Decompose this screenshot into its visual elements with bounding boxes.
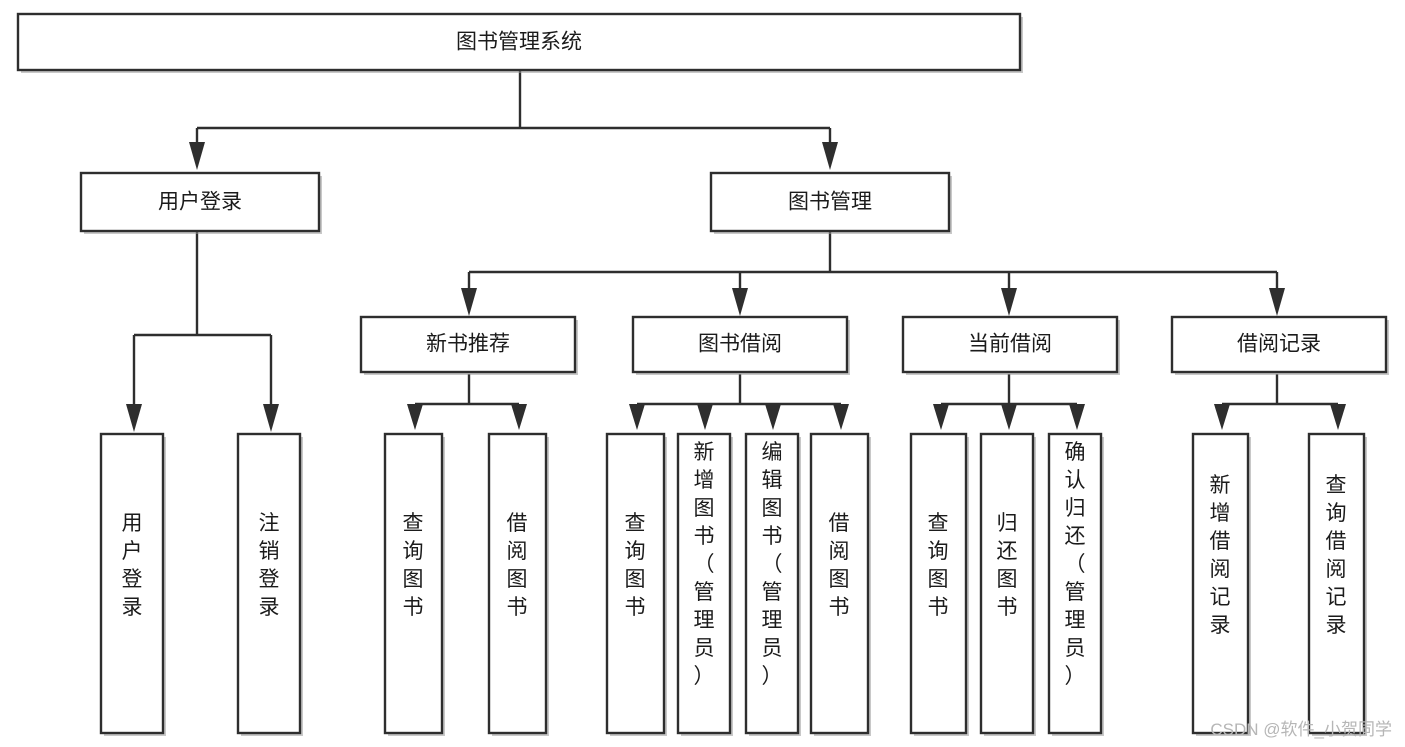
- node-book-borrow-label: 图书借阅: [698, 333, 782, 356]
- node-new-book-rec-label: 新书推荐: [426, 333, 510, 356]
- node-current-borrow-label: 当前借阅: [968, 333, 1052, 356]
- node-leaf-cur-return-label: 归还图书: [997, 512, 1018, 619]
- node-leaf-cur-confirm[interactable]: 确认归还（管理员）: [1047, 432, 1104, 736]
- connector-layer: [126, 70, 1346, 432]
- node-leaf-borrow-add-label: 新增图书（管理员）: [694, 441, 715, 688]
- arrow-currentborrow-leaf-3: [1069, 404, 1085, 430]
- arrow-currentborrow-leaf-2: [1001, 404, 1017, 430]
- node-root-box[interactable]: [16, 12, 1022, 72]
- node-leaf-borrow-edit-box[interactable]: [744, 432, 800, 735]
- arrow-bookborrow-leaf-4: [833, 404, 849, 430]
- arrow-borrowrecord-leaf-2: [1330, 404, 1346, 430]
- node-leaf-cur-confirm-label: 确认归还（管理员）: [1065, 441, 1086, 688]
- arrow-newbookrec-leaf-2: [511, 404, 527, 430]
- node-leaf-rec-query[interactable]: 查询图书: [383, 432, 445, 736]
- arrow-newbookrec-leaf-1: [407, 404, 423, 430]
- csdn-watermark: CSDN @软件_小贺同学: [1210, 720, 1392, 739]
- arrow-bookborrow-leaf-2: [697, 404, 713, 430]
- node-leaf-cur-query-box[interactable]: [909, 432, 968, 735]
- node-leaf-rec-query-label: 查询图书: [403, 512, 424, 619]
- node-leaf-rec-add-label: 新增借阅记录: [1210, 474, 1231, 637]
- node-leaf-rec-search-box[interactable]: [1307, 432, 1366, 735]
- node-borrow-record-label: 借阅记录: [1237, 333, 1321, 356]
- arrow-borrowrecord-leaf-1: [1214, 404, 1230, 430]
- node-book-manage-box[interactable]: [709, 171, 951, 233]
- node-leaf-rec-add[interactable]: 新增借阅记录: [1191, 432, 1251, 736]
- arrow-bookmanage-to-current-borrow: [1001, 288, 1017, 316]
- node-user-login-label: 用户登录: [158, 191, 242, 214]
- arrow-bookmanage-to-borrow-record: [1269, 288, 1285, 316]
- arrow-userlogin-leaf-2: [263, 404, 279, 432]
- node-book-borrow-box[interactable]: [631, 315, 849, 374]
- node-leaf-borrow-query-box[interactable]: [605, 432, 666, 735]
- node-leaf-user-login[interactable]: 用户登录: [99, 432, 166, 736]
- node-new-book-rec-box[interactable]: [359, 315, 577, 374]
- node-leaf-borrow-edit[interactable]: 编辑图书（管理员）: [744, 432, 801, 736]
- node-leaf-borrow-edit-label: 编辑图书（管理员）: [762, 441, 783, 688]
- node-leaf-user-login-box[interactable]: [99, 432, 165, 735]
- node-leaf-borrow-lend-box[interactable]: [809, 432, 870, 735]
- node-leaf-user-login-label: 用户登录: [122, 512, 143, 619]
- node-borrow-record[interactable]: 借阅记录: [1170, 315, 1389, 375]
- node-leaf-borrow-query-label: 查询图书: [625, 512, 646, 619]
- node-leaf-borrow-lend-label: 借阅图书: [829, 512, 850, 619]
- node-book-manage-label: 图书管理: [788, 191, 872, 214]
- node-leaf-user-logout-box[interactable]: [236, 432, 302, 735]
- node-leaf-user-logout[interactable]: 注销登录: [236, 432, 303, 736]
- node-leaf-cur-query[interactable]: 查询图书: [909, 432, 969, 736]
- arrow-bookborrow-leaf-1: [629, 404, 645, 430]
- node-leaf-rec-borrow-box[interactable]: [487, 432, 548, 735]
- node-leaf-borrow-query[interactable]: 查询图书: [605, 432, 667, 736]
- node-user-login-box[interactable]: [79, 171, 321, 233]
- node-leaf-borrow-add-box[interactable]: [676, 432, 732, 735]
- node-leaf-borrow-add[interactable]: 新增图书（管理员）: [676, 432, 733, 736]
- node-leaf-rec-query-box[interactable]: [383, 432, 444, 735]
- arrow-userlogin-leaf-1: [126, 404, 142, 432]
- arrow-currentborrow-leaf-1: [933, 404, 949, 430]
- node-root-label: 图书管理系统: [456, 31, 582, 54]
- node-user-login[interactable]: 用户登录: [79, 171, 322, 234]
- node-leaf-borrow-lend[interactable]: 借阅图书: [809, 432, 871, 736]
- arrow-root-to-book-manage: [822, 142, 838, 170]
- node-leaf-user-logout-label: 注销登录: [259, 512, 280, 619]
- node-leaf-cur-return-box[interactable]: [979, 432, 1035, 735]
- node-book-borrow[interactable]: 图书借阅: [631, 315, 850, 375]
- node-book-manage[interactable]: 图书管理: [709, 171, 952, 234]
- node-leaf-rec-search[interactable]: 查询借阅记录: [1307, 432, 1367, 736]
- node-leaf-rec-borrow[interactable]: 借阅图书: [487, 432, 549, 736]
- node-leaf-cur-confirm-box[interactable]: [1047, 432, 1103, 735]
- node-leaf-rec-add-box[interactable]: [1191, 432, 1250, 735]
- node-leaf-cur-query-label: 查询图书: [928, 512, 949, 619]
- arrow-bookmanage-to-book-borrow: [732, 288, 748, 316]
- node-leaf-rec-borrow-label: 借阅图书: [507, 512, 528, 619]
- node-new-book-rec[interactable]: 新书推荐: [359, 315, 578, 375]
- node-leaf-cur-return[interactable]: 归还图书: [979, 432, 1036, 736]
- node-current-borrow[interactable]: 当前借阅: [901, 315, 1120, 375]
- node-current-borrow-box[interactable]: [901, 315, 1119, 374]
- arrow-bookmanage-to-new-book-rec: [461, 288, 477, 316]
- node-leaf-rec-search-label: 查询借阅记录: [1326, 474, 1347, 637]
- arrow-root-to-user-login: [189, 142, 205, 170]
- node-root[interactable]: 图书管理系统: [16, 12, 1023, 73]
- node-borrow-record-box[interactable]: [1170, 315, 1388, 374]
- arrow-bookborrow-leaf-3: [765, 404, 781, 430]
